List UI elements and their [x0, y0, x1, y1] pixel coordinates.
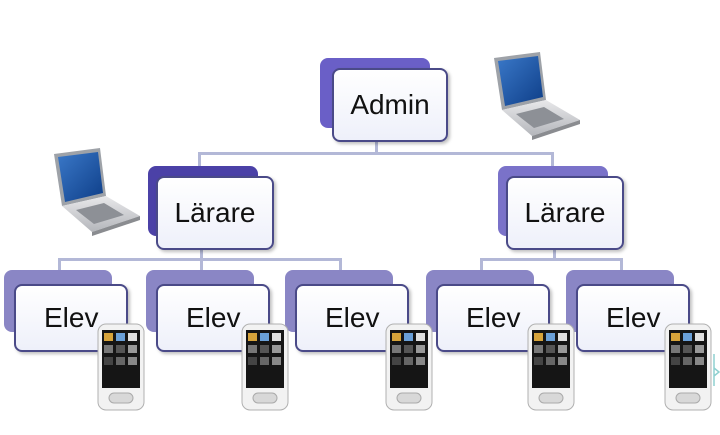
student-node-3-label: Elev [295, 284, 409, 352]
smartphone-icon [664, 323, 712, 411]
smartphone-icon [527, 323, 575, 411]
connector-root-down [375, 138, 378, 154]
admin-node-label: Admin [332, 68, 448, 142]
connector-teacher-1-down [200, 248, 203, 260]
connector-root-horizontal [198, 152, 554, 155]
connector-student-1-up [58, 258, 61, 270]
edge-marker-icon [713, 354, 720, 386]
connector-teacher-2-down [553, 248, 556, 260]
connector-teacher-2-up [551, 152, 554, 166]
laptop-icon [48, 144, 144, 236]
connector-student-2-up [200, 258, 203, 270]
student-node-2-label: Elev [156, 284, 270, 352]
connector-student-5-up [620, 258, 623, 270]
connector-teacher-1-up [198, 152, 201, 166]
connector-student-4-up [480, 258, 483, 270]
teacher-node-2-label: Lärare [506, 176, 624, 250]
laptop-icon [488, 48, 584, 140]
connector-student-3-up [339, 258, 342, 270]
teacher-node-1-label: Lärare [156, 176, 274, 250]
smartphone-icon [241, 323, 289, 411]
smartphone-icon [97, 323, 145, 411]
smartphone-icon [385, 323, 433, 411]
connector-teacher-2-horizontal [480, 258, 623, 261]
